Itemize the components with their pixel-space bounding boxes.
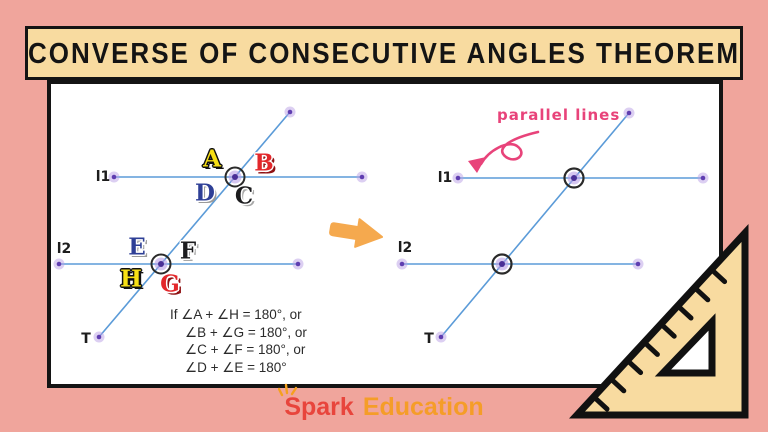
parallel-lines-label: parallel lines xyxy=(497,106,621,124)
condition-line: ∠C + ∠F = 180°, or xyxy=(185,342,306,357)
content-panel xyxy=(47,80,723,388)
left-line2-label: l2 xyxy=(56,241,72,257)
spark-rays-icon xyxy=(278,383,298,397)
brand-footer: Spark Education xyxy=(0,383,768,422)
brand-spark: Spark xyxy=(284,393,354,421)
right-line2-label: l2 xyxy=(397,240,413,256)
condition-line: ∠B + ∠G = 180°, or xyxy=(185,324,307,340)
right-transversal-label: T xyxy=(424,331,434,347)
brand-education: Education xyxy=(362,393,484,421)
angle-label-e: E xyxy=(128,233,146,261)
left-transversal-label: T xyxy=(81,331,91,347)
page-title: CONVERSE OF CONSECUTIVE ANGLES THEOREM xyxy=(27,35,741,70)
angle-label-c: C xyxy=(234,182,254,210)
angle-label-h: H xyxy=(120,265,142,293)
left-line1-label: l1 xyxy=(95,169,111,185)
angle-label-a: A xyxy=(203,145,221,173)
condition-line: ∠D + ∠E = 180° xyxy=(185,359,287,375)
angle-label-g: G xyxy=(160,270,180,298)
condition-text: If ∠A + ∠H = 180°, or ∠B + ∠G = 180°, or… xyxy=(170,306,307,376)
angle-label-d: D xyxy=(195,179,215,207)
condition-line: If ∠A + ∠H = 180°, or xyxy=(170,307,302,322)
angle-label-b: B xyxy=(254,149,274,177)
angle-label-f: F xyxy=(179,237,197,265)
right-line1-label: l1 xyxy=(437,170,453,186)
title-banner: CONVERSE OF CONSECUTIVE ANGLES THEOREM xyxy=(25,26,743,80)
